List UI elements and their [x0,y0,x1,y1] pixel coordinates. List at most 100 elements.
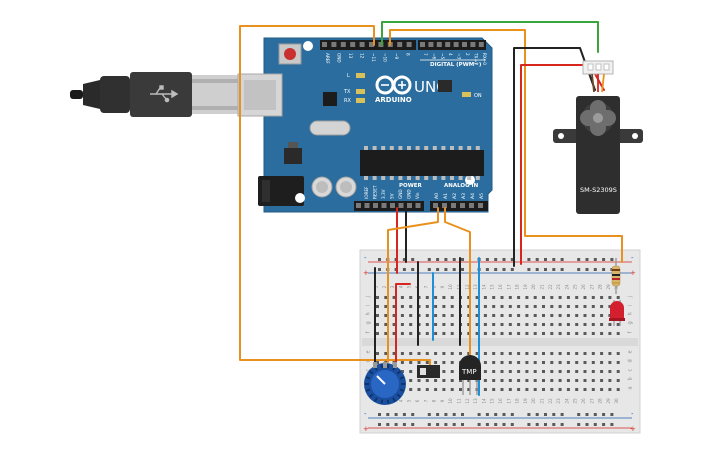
l-label: L [347,73,350,79]
column-label: 29 [606,284,611,290]
digital-header-holes [322,42,484,47]
rx-label: RX [344,98,351,104]
servo-motor[interactable]: SM-S2309S [553,60,643,214]
column-label: 15 [490,398,495,404]
column-label: 18 [515,398,520,404]
column-label: 9 [440,399,445,402]
column-label: 5 [407,399,412,402]
digital-pin-label: 13 [348,53,353,59]
column-label: 8 [432,399,437,402]
resistor-icon[interactable] [611,258,621,294]
digital-pin-label: TX→1 [473,52,478,65]
row-label: c [366,369,372,372]
digital-pin-label: 2 [465,53,470,56]
column-label: 6 [415,399,420,402]
digital-pin-label: ~5 [440,53,445,60]
column-label: 28 [598,284,603,290]
row-label: g [366,321,372,324]
column-label: 10 [448,284,453,290]
column-label: 16 [498,398,503,404]
column-label: 4 [398,285,403,288]
power-label: POWER [399,183,423,189]
row-label: b [628,377,634,380]
column-label: 26 [581,284,586,290]
column-label: 4 [398,399,403,402]
rail-minus-top-left: - [364,254,367,262]
digital-pin-label: RX←0 [482,53,487,65]
column-label: 9 [440,285,445,288]
column-label: 17 [506,398,511,404]
column-label: 29 [606,398,611,404]
row-label: j [628,296,634,298]
temperature-sensor[interactable]: TMP [459,355,481,395]
power-pin-label: IOREF [364,186,369,199]
column-label: 24 [564,398,569,404]
row-label: g [628,321,634,324]
digital-pin-label: 8 [406,53,411,56]
analog-pin-label: A0 [434,193,440,199]
column-label: 25 [573,284,578,290]
column-label: 21 [540,398,545,404]
row-label: d [628,359,634,362]
column-label: 12 [465,284,470,290]
column-label: 17 [506,284,511,290]
digital-pin-label: 7 [423,53,428,56]
row-label: a [628,386,634,389]
column-label: 22 [548,284,553,290]
power-pin-label: GND [407,189,412,199]
column-label: 30 [614,398,619,404]
wire-servo-power [520,64,605,265]
rail-plus-top-left: + [363,269,369,277]
column-label: 16 [498,284,503,290]
arduino-logo [375,75,412,95]
analog-header [430,201,488,211]
wire-led-signal [389,29,623,263]
analog-pin-label: A3 [461,193,467,199]
analog-pin-label: A2 [452,193,458,199]
slide-switch-icon[interactable] [417,365,440,378]
wire-pot-signal [387,207,439,363]
digital-header [320,40,486,50]
column-label: 7 [423,285,428,288]
power-pin-label: 3.3V [381,189,386,199]
column-label: 23 [556,398,561,404]
column-label: 11 [457,398,462,404]
column-label: 3 [390,285,395,288]
column-label: 19 [523,284,528,290]
led-icon[interactable] [609,300,625,326]
column-label: 14 [481,398,486,404]
column-label: 8 [432,285,437,288]
column-label: 21 [540,284,545,290]
digital-pin-label: ~11 [371,53,376,62]
column-label: 27 [589,398,594,404]
column-label: 23 [556,284,561,290]
column-label: 24 [564,284,569,290]
power-header [354,201,424,211]
potentiometer-icon[interactable] [364,362,406,405]
row-label: e [366,350,372,353]
rail-plus-bottom-left: + [363,425,369,433]
digital-pin-label: ~6 [431,53,436,60]
column-label: 22 [548,398,553,404]
column-label: 10 [448,398,453,404]
digital-pin-label: 12 [360,53,365,59]
digital-pin-label: AREF [325,53,330,64]
row-label: j [366,296,372,298]
column-label: 20 [531,284,536,290]
usb-plug-icon [150,85,179,103]
crystal [309,120,351,136]
on-label: ON [474,93,482,99]
column-label: 18 [515,284,520,290]
column-label: 15 [490,284,495,290]
column-label: 2 [382,285,387,288]
rail-minus-bottom-right: - [631,410,634,418]
rail-plus-bottom-right: + [630,425,636,433]
analog-label: ANALOG IN [444,183,479,189]
row-label: f [628,332,634,334]
digital-pin-label: GND [337,53,342,63]
